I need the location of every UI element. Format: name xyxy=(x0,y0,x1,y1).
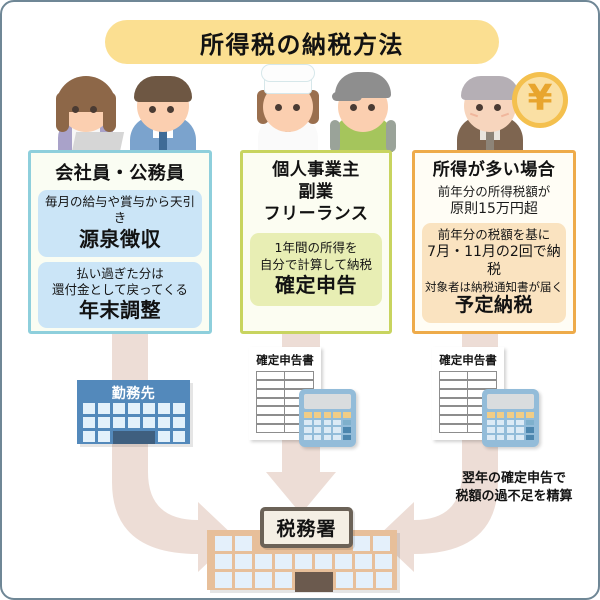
calculator-icon xyxy=(482,389,539,447)
doc-self-employed: 確定申告書 xyxy=(249,347,359,449)
elderly-man-icon xyxy=(454,72,526,152)
self-employed-filing-line-1: 1年間の所得を xyxy=(274,240,358,256)
cap-worker-icon xyxy=(327,70,399,152)
yen-coin-icon: ¥ xyxy=(512,72,568,128)
settlement-note: 翌年の確定申告で 税額の過不足を精算 xyxy=(434,470,594,505)
high-income-estimated-line-1: 前年分の税額を基に xyxy=(437,226,551,242)
self-employed-heading-2: 副業 xyxy=(298,181,334,202)
tax-office-label: 税務署 xyxy=(276,518,337,540)
high-income-subtitle-line-1: 前年分の所得税額が xyxy=(437,183,551,199)
category-self-employed[interactable]: 個人事業主 副業 フリーランス 1年間の所得を 自分で計算して納税 確定申告 xyxy=(240,150,392,334)
self-employed-block-filing: 1年間の所得を 自分で計算して納税 確定申告 xyxy=(250,233,382,306)
tax-return-paper-title: 確定申告書 xyxy=(256,353,314,367)
doc-high-income: 確定申告書 xyxy=(432,347,542,449)
page-title: 所得税の納税方法 xyxy=(105,20,499,64)
calculator-screen xyxy=(304,394,351,409)
category-employee-heading: 会社員・公務員 xyxy=(55,163,185,184)
employee-block-yearend: 払い過ぎた分は 還付金として戻ってくる 年末調整 xyxy=(38,261,202,329)
employee-withholding-line-1: 毎月の給与や賞与から天引き xyxy=(44,194,195,226)
man-in-necktie-icon xyxy=(127,72,199,152)
high-income-estimated-emphasis: 予定納税 xyxy=(454,294,533,317)
people-illustrations: ¥ xyxy=(2,64,598,152)
workplace-label: 勤務先 xyxy=(111,386,156,402)
chef-icon xyxy=(252,64,324,152)
high-income-block-estimated: 前年分の税額を基に 7月・11月の2回で納税 対象者は納税通知書が届く 予定納税 xyxy=(422,222,566,324)
self-employed-heading-1: 個人事業主 xyxy=(272,160,360,180)
tax-return-paper-title: 確定申告書 xyxy=(439,353,497,367)
employee-withholding-emphasis: 源泉徴収 xyxy=(79,226,161,251)
self-employed-filing-emphasis: 確定申告 xyxy=(275,272,357,297)
employee-yearend-emphasis: 年末調整 xyxy=(79,298,161,323)
calculator-icon xyxy=(299,389,356,447)
self-employed-filing-line-2: 自分で計算して納税 xyxy=(259,256,373,272)
workplace-building: 勤務先 xyxy=(77,380,190,444)
settlement-note-line-2: 税額の過不足を精算 xyxy=(455,488,573,504)
employee-yearend-line-1: 払い過ぎた分は xyxy=(76,265,164,281)
high-income-heading: 所得が多い場合 xyxy=(432,160,556,180)
category-high-income[interactable]: 所得が多い場合 前年分の所得税額が 原則15万円超 前年分の税額を基に 7月・1… xyxy=(412,150,576,334)
settlement-note-line-1: 翌年の確定申告で xyxy=(461,471,566,486)
high-income-estimated-line-2: 7月・11月の2回で納税 xyxy=(427,244,561,279)
page-title-text: 所得税の納税方法 xyxy=(200,30,404,59)
category-employee[interactable]: 会社員・公務員 毎月の給与や賞与から天引き 源泉徴収 払い過ぎた分は 還付金とし… xyxy=(28,150,212,334)
calculator-keys xyxy=(304,412,351,442)
self-employed-heading-3: フリーランス xyxy=(263,203,369,224)
woman-with-laptop-icon xyxy=(50,72,125,152)
tax-office-sign: 税務署 xyxy=(260,507,353,548)
employee-block-withholding: 毎月の給与や賞与から天引き 源泉徴収 xyxy=(38,190,202,257)
high-income-estimated-line-3: 対象者は納税通知書が届く xyxy=(425,279,563,294)
employee-yearend-line-2: 還付金として戻ってくる xyxy=(52,281,188,297)
calculator-keys xyxy=(487,412,534,442)
high-income-subtitle-line-2: 原則15万円超 xyxy=(450,201,538,218)
calculator-screen xyxy=(487,394,534,409)
